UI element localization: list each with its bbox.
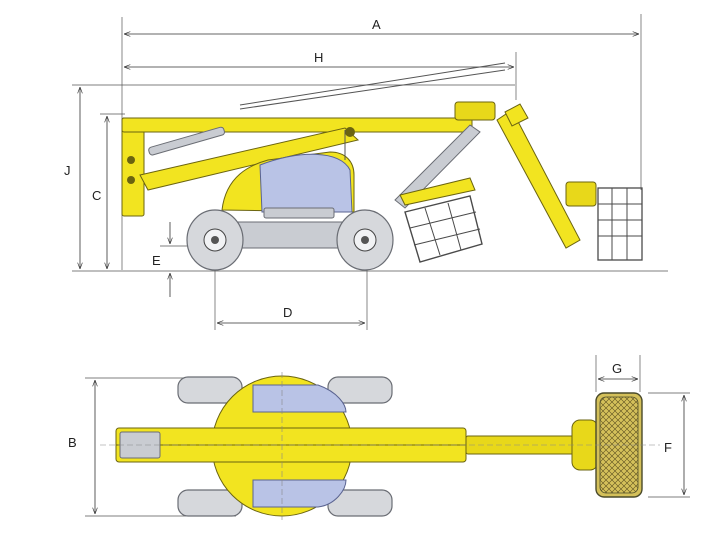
dimension-j: J	[64, 84, 515, 269]
dimension-f: F	[648, 392, 690, 498]
lower-boom	[121, 117, 473, 217]
raised-jib	[496, 103, 581, 249]
label-d: D	[283, 305, 292, 320]
label-j: J	[64, 163, 71, 178]
label-b: B	[68, 435, 77, 450]
front-wheel	[186, 209, 244, 271]
top-centerlines	[100, 372, 660, 520]
top-view: B G F	[68, 355, 690, 520]
label-h: H	[314, 50, 323, 65]
stowed-boom	[239, 62, 506, 209]
dimension-g: G	[595, 355, 641, 392]
dimension-c: C	[92, 113, 125, 269]
turret	[221, 130, 355, 219]
dimension-h: H	[124, 50, 517, 100]
side-view: A H J C E	[64, 14, 668, 330]
label-g: G	[612, 361, 622, 376]
label-e: E	[152, 253, 161, 268]
top-tyres	[177, 376, 393, 517]
rear-wheel	[336, 209, 394, 271]
label-a: A	[372, 17, 381, 32]
label-f: F	[664, 440, 672, 455]
label-c: C	[92, 188, 101, 203]
stowed-basket	[404, 195, 483, 263]
raised-basket	[565, 181, 643, 261]
